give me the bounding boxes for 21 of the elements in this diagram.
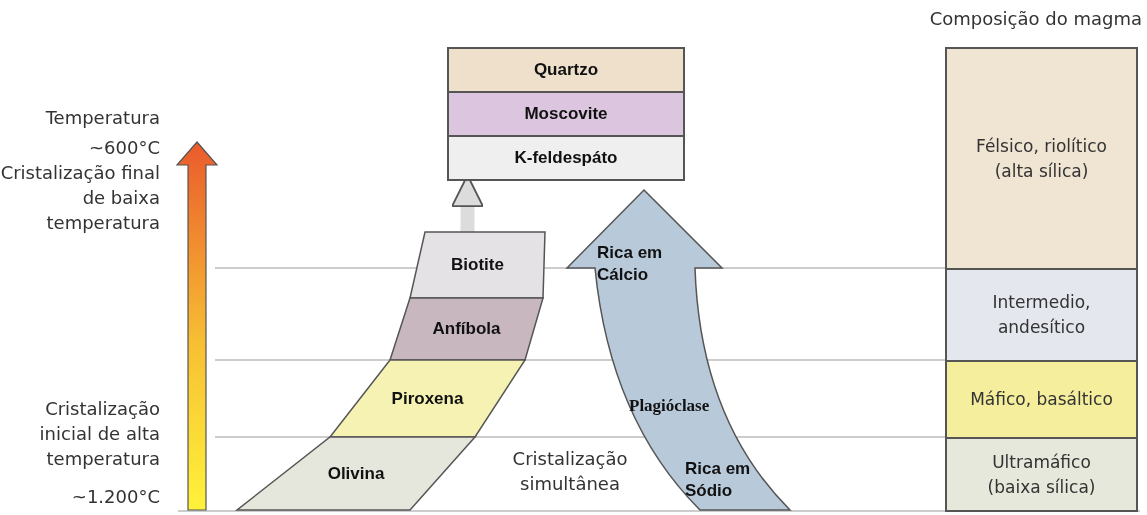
note-text: Cristalização final de baixa temperatura [0, 161, 160, 235]
mineral-band: Anfíbola [390, 298, 543, 360]
arrow-label: Rica em Cálcio [597, 242, 664, 286]
mineral-band: Moscovite [447, 91, 685, 137]
temperature-value: ~600°C [88, 136, 160, 160]
mineral-band: Quartzo [447, 47, 685, 93]
axis-title: Temperatura [44, 106, 160, 130]
note-text: Cristalização inicial de alta temperatura [38, 397, 160, 471]
mineral-band: K-feldespáto [447, 135, 685, 181]
arrow-label: Rica em Sódio [685, 458, 752, 502]
mineral-band: Piroxena [330, 360, 525, 437]
magma-heading: Composição do magma [928, 7, 1142, 31]
temperature-value: ~1.200°C [70, 485, 160, 509]
magma-composition-band: Máfico, basáltico [945, 360, 1138, 439]
magma-composition-band: Ultramáfico (baixa sílica) [945, 437, 1138, 512]
arrow-label: Plagióclase [629, 395, 711, 417]
mineral-band: Biotite [410, 232, 545, 298]
note-text: Cristalização simultânea [511, 447, 629, 496]
magma-composition-band: Félsico, riolítico (alta sílica) [945, 47, 1138, 270]
mineral-band: Olivina [237, 437, 475, 510]
magma-composition-band: Intermedio, andesítico [945, 268, 1138, 362]
